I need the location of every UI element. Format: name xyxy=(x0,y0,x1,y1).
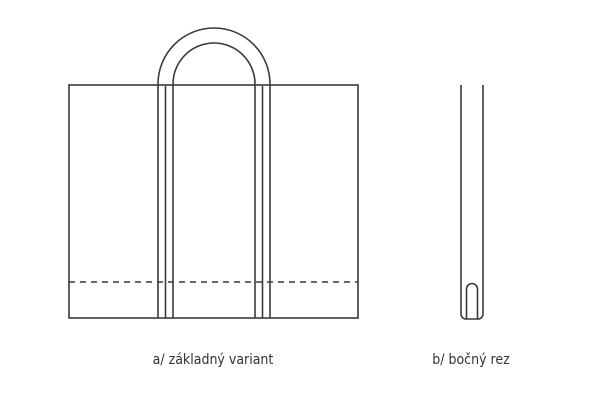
handle-outer xyxy=(157,27,271,318)
bag-body xyxy=(68,84,359,319)
front-view xyxy=(68,27,359,319)
handle-inner xyxy=(172,42,256,318)
caption-side-section: b/ bočný rez xyxy=(432,352,510,368)
side-fold xyxy=(465,282,479,319)
side-profile xyxy=(460,85,484,320)
caption-front-view: a/ základný variant xyxy=(152,352,274,368)
side-section xyxy=(460,85,484,320)
